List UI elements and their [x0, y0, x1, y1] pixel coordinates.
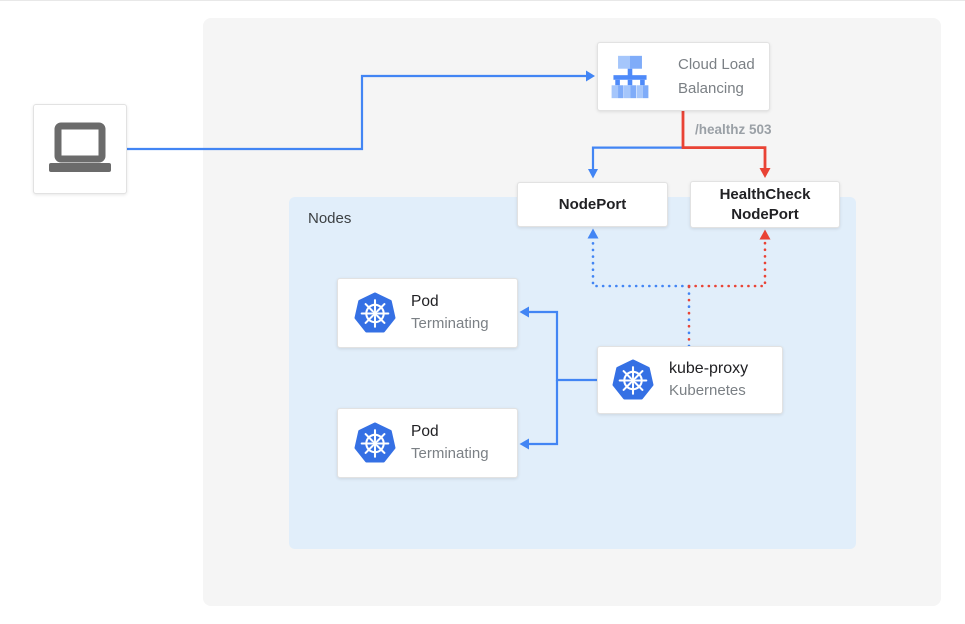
- nodeport-node: NodePort: [517, 182, 668, 227]
- pod2-title: Pod: [411, 423, 439, 440]
- healthz-503-label: /healthz 503: [695, 122, 772, 137]
- kubernetes-helm-icon: [354, 422, 396, 463]
- pod-node-2: Pod Terminating: [337, 408, 518, 478]
- nodeport-label: NodePort: [558, 195, 627, 213]
- kubernetes-helm-icon: [612, 359, 654, 400]
- client-to-lb-arrow: [127, 70, 595, 151]
- healthcheck-label-line1: HealthCheck: [719, 185, 811, 203]
- load-balancer-icon: [611, 55, 649, 98]
- pod1-status: Terminating: [411, 315, 489, 332]
- cloud-load-balancing-node: Cloud Load Balancing: [597, 42, 770, 111]
- healthcheck-nodeport-node: HealthCheck NodePort: [690, 181, 840, 228]
- kube-proxy-title: kube-proxy: [669, 360, 749, 377]
- pod2-status: Terminating: [411, 445, 489, 462]
- nodes-region-label: Nodes: [308, 210, 352, 227]
- kube-proxy-subtitle: Kubernetes: [669, 382, 746, 399]
- kubeproxy-to-pods-arrows: [519, 306, 597, 450]
- kubeproxy-to-ports-dotted: [587, 228, 771, 348]
- laptop-icon: [49, 122, 111, 172]
- kube-proxy-node: kube-proxy Kubernetes: [597, 346, 783, 414]
- healthcheck-label-line2: NodePort: [731, 205, 799, 223]
- lb-to-healthcheck-arrow: [681, 111, 771, 178]
- kubeproxy-to-healthcheck-dotted-arrow: [687, 239, 767, 288]
- lb-to-nodeport-arrow: [588, 146, 684, 179]
- kubernetes-helm-icon: [354, 292, 396, 333]
- client-node: [33, 104, 127, 194]
- clb-label-line2: Balancing: [678, 79, 744, 97]
- pod-node-1: Pod Terminating: [337, 278, 518, 348]
- clb-label-line1: Cloud Load: [678, 55, 755, 73]
- pod1-title: Pod: [411, 293, 439, 310]
- kubeproxy-to-nodeport-dotted-arrow: [591, 238, 691, 288]
